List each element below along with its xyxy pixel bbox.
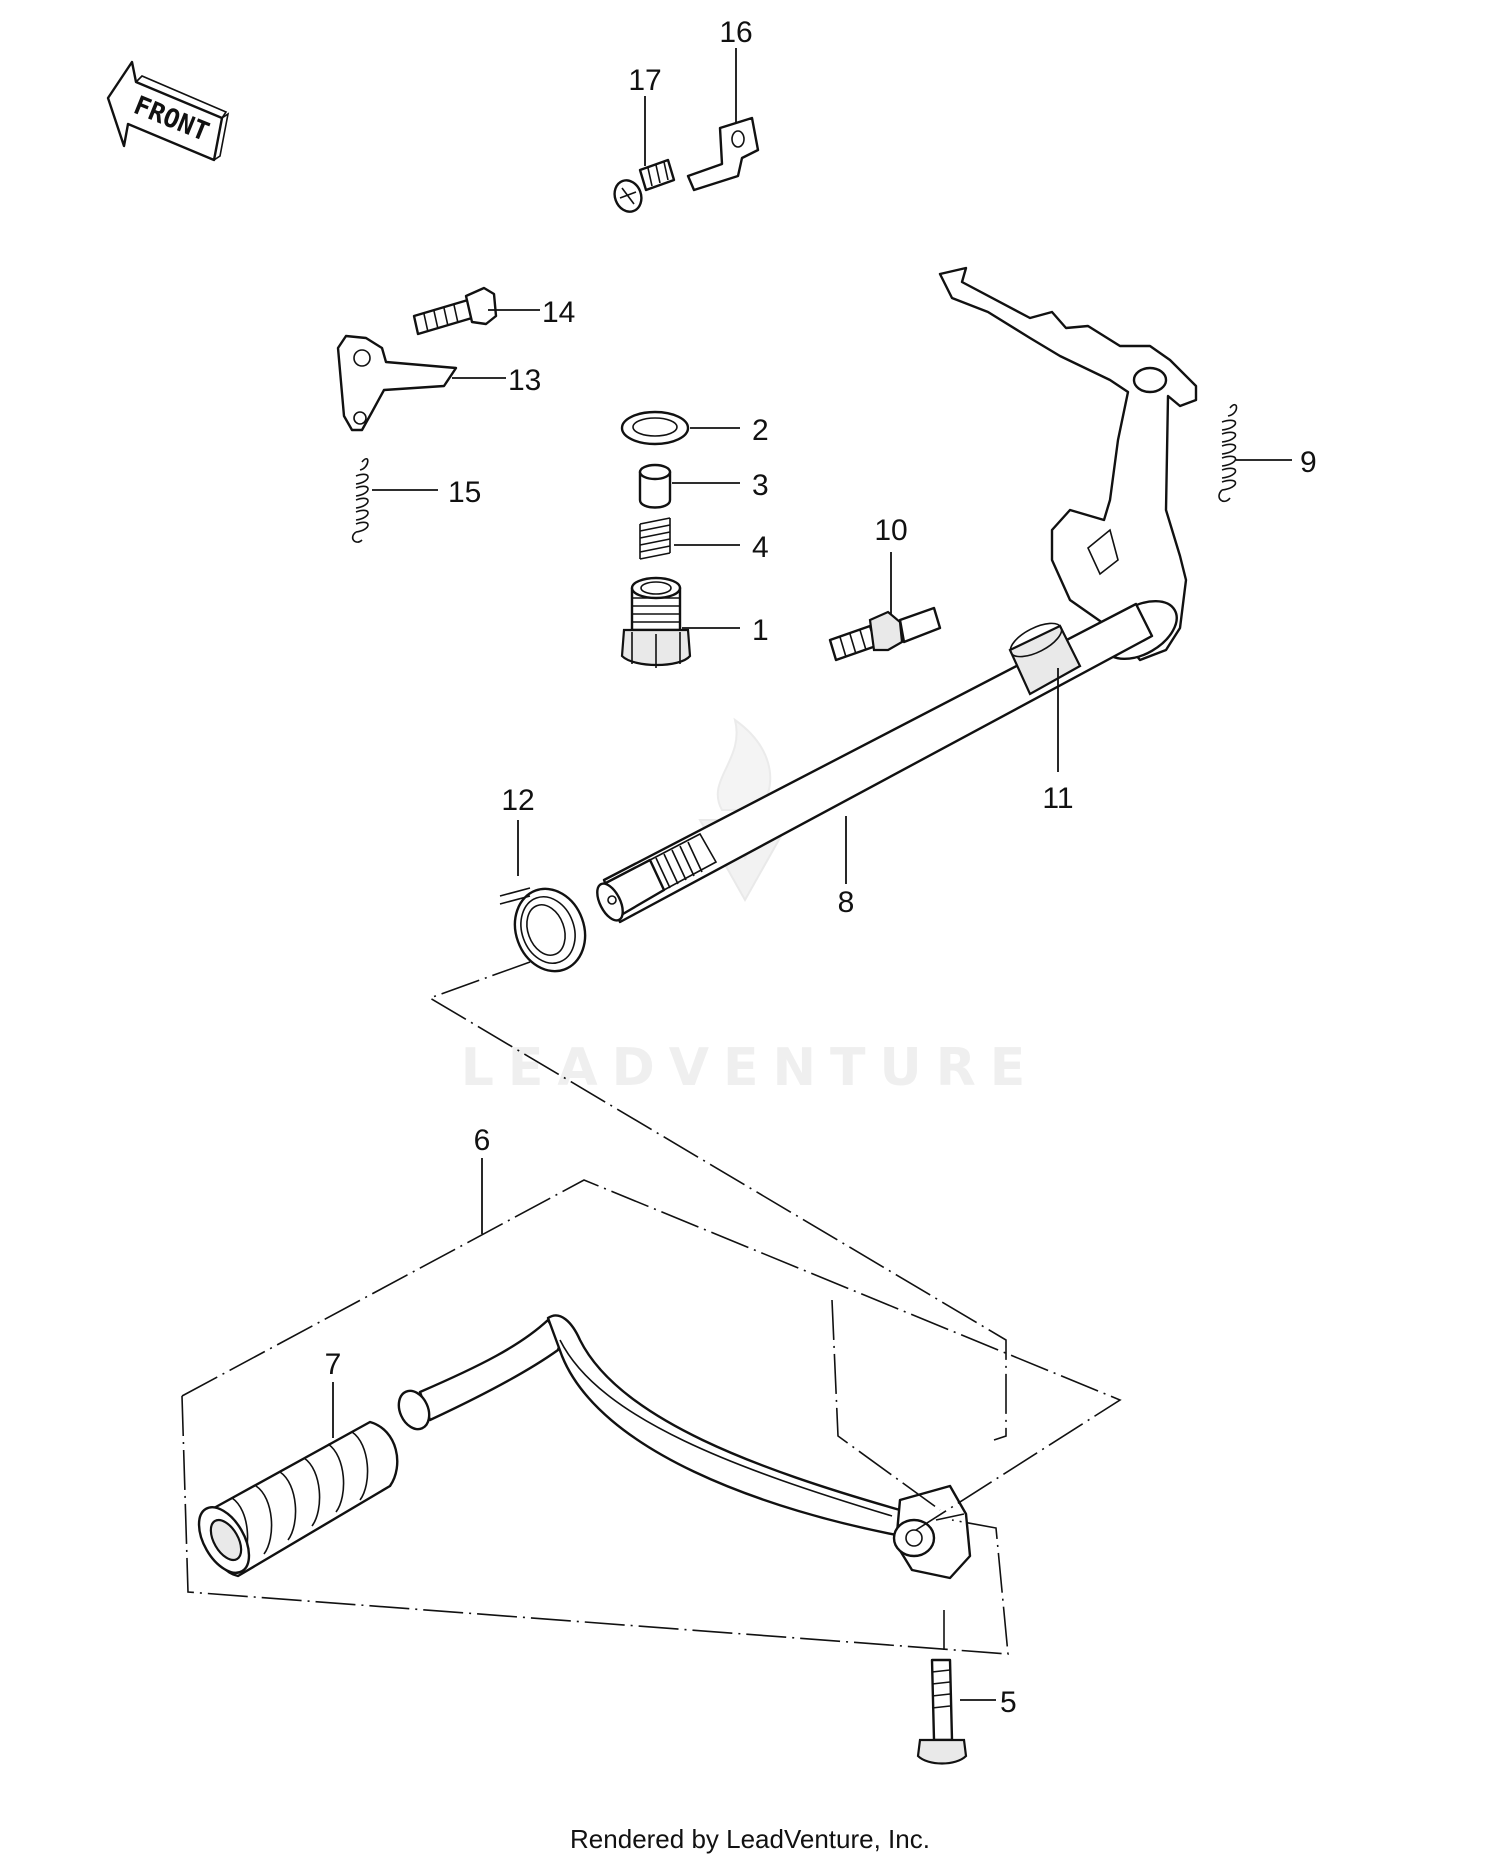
part-16-bracket: [686, 116, 760, 192]
part-9-spring: [1218, 403, 1238, 503]
callout-2: 2: [752, 414, 769, 447]
callout-3: 3: [752, 469, 769, 502]
part-6-shift-pedal: [397, 1314, 972, 1580]
part-17-screw: [613, 158, 676, 213]
watermark-logo: LEADVENTURE: [461, 717, 1040, 1098]
part-13-plate: [336, 334, 458, 432]
callout-7: 7: [325, 1348, 342, 1381]
part-1-plug: [620, 576, 692, 668]
assembly-outline-shaft: [428, 961, 1007, 1441]
callout-12: 12: [501, 784, 534, 817]
callout-10: 10: [874, 514, 907, 547]
front-arrow-icon: FRONT: [106, 60, 230, 162]
callout-4: 4: [752, 531, 769, 564]
callout-6: 6: [474, 1124, 491, 1157]
footer-credit: Rendered by LeadVenture, Inc.: [570, 1824, 930, 1854]
part-3-pin: [638, 463, 672, 509]
callout-15: 15: [448, 476, 481, 509]
callout-labels: 16 17 14 13 2 3 4 1 15 9 10 11 12 8 6 7 …: [325, 16, 1317, 1719]
part-2-washer: [620, 410, 690, 446]
part-10-stud: [828, 606, 942, 662]
callout-1: 1: [752, 614, 769, 647]
callout-11: 11: [1042, 782, 1073, 815]
callout-8: 8: [838, 886, 855, 919]
callout-14: 14: [542, 296, 575, 329]
part-4-spring: [639, 517, 671, 560]
part-8-shift-shaft: [596, 266, 1198, 924]
part-14-bolt: [412, 286, 498, 336]
part-12-return-spring: [499, 887, 587, 973]
leader-lines: [332, 48, 1292, 1701]
part-5-bolt: [916, 1658, 968, 1765]
part-15-spring: [351, 457, 369, 543]
assembly-outline-pedal: [181, 1179, 1122, 1656]
part-7-pedal-rubber: [197, 1420, 399, 1578]
callout-9: 9: [1300, 446, 1317, 479]
callout-16: 16: [719, 16, 752, 49]
callout-5: 5: [1000, 1686, 1017, 1719]
watermark-text: LEADVENTURE: [461, 1038, 1040, 1098]
callout-17: 17: [628, 64, 661, 97]
callout-13: 13: [508, 364, 541, 397]
